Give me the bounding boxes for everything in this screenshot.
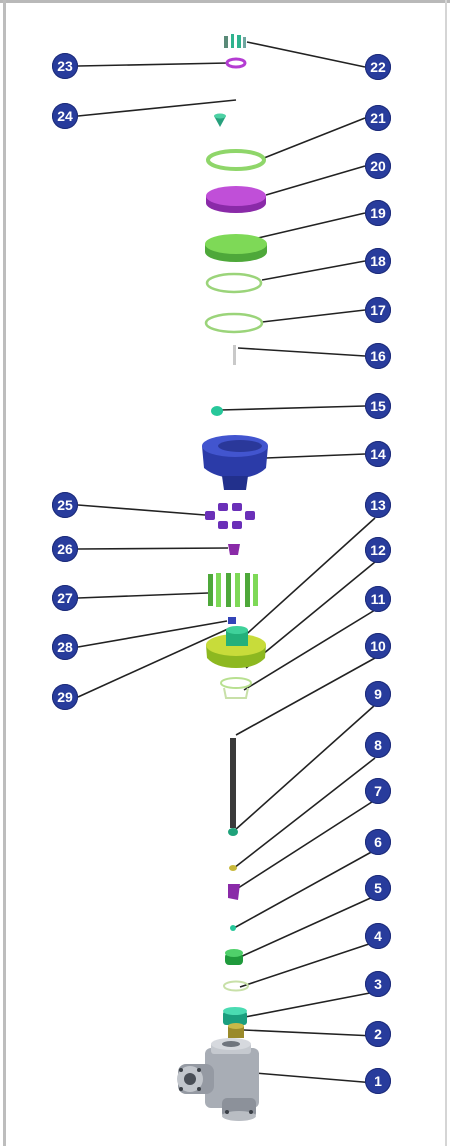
leader-line-25: [77, 504, 206, 516]
part-23-ring: [225, 57, 247, 69]
callout-13: 13: [365, 492, 391, 518]
part-28-blue-block: [228, 617, 236, 624]
part-20-purple-disk: [206, 186, 266, 213]
callout-24: 24: [52, 103, 78, 129]
callout-8: 8: [365, 732, 391, 758]
leader-line-26: [77, 547, 229, 550]
leader-line-21: [263, 117, 366, 159]
leader-line-4: [239, 941, 376, 988]
leader-lines: [77, 41, 376, 1084]
part-6-bit: [230, 925, 236, 931]
part-13-yellow-hub: [206, 626, 266, 668]
callout-2: 2: [365, 1021, 391, 1047]
part-5-green-knob: [225, 949, 243, 965]
leader-line-14: [265, 453, 366, 459]
part-27-green-bars: [208, 573, 258, 607]
frame-border-top: [0, 0, 450, 3]
part-1-valve-body: [177, 1038, 259, 1121]
callout-1: 1: [365, 1068, 391, 1094]
leader-line-29: [77, 627, 231, 698]
callout-25: 25: [52, 492, 78, 518]
leader-line-22: [246, 41, 366, 68]
leader-line-8: [233, 757, 376, 869]
part-11-ring: [220, 677, 252, 689]
part-15-knob: [211, 406, 223, 416]
part-9-tip: [228, 828, 238, 836]
callout-5: 5: [365, 875, 391, 901]
leader-line-18: [261, 260, 366, 281]
callout-26: 26: [52, 536, 78, 562]
callout-11: 11: [365, 586, 391, 612]
part-19-green-disk: [205, 234, 267, 262]
callout-23: 23: [52, 53, 78, 79]
callout-4: 4: [365, 923, 391, 949]
callout-17: 17: [365, 297, 391, 323]
callout-27: 27: [52, 585, 78, 611]
callout-29: 29: [52, 684, 78, 710]
part-22-pins: [224, 34, 246, 48]
leader-line-23: [77, 62, 229, 67]
leader-line-24: [77, 99, 237, 117]
leader-line-3: [244, 991, 376, 1018]
callout-7: 7: [365, 778, 391, 804]
leader-line-11: [243, 609, 376, 691]
callout-19: 19: [365, 200, 391, 226]
leader-line-13: [239, 517, 376, 641]
callout-3: 3: [365, 971, 391, 997]
frame-border-right: [445, 0, 447, 1146]
callout-18: 18: [365, 248, 391, 274]
callout-10: 10: [365, 633, 391, 659]
leader-line-28: [77, 620, 228, 648]
part-24-nib: [214, 116, 226, 127]
part-14-blue-cap: [202, 435, 268, 490]
part-18-ring: [205, 272, 263, 294]
callout-15: 15: [365, 393, 391, 419]
callout-22: 22: [365, 54, 391, 80]
callout-21: 21: [365, 105, 391, 131]
part-25-purple-segments: [205, 503, 255, 529]
part-10-collar: [223, 687, 249, 699]
leader-line-9: [234, 704, 376, 831]
leader-line-6: [233, 849, 376, 929]
part-8-nut: [229, 865, 237, 871]
leader-line-27: [77, 592, 209, 599]
part-21-green-ring: [206, 149, 266, 171]
leader-line-10: [235, 657, 376, 736]
leader-line-19: [257, 212, 366, 239]
callout-9: 9: [365, 681, 391, 707]
leader-line-12: [245, 561, 376, 669]
leader-line-15: [219, 405, 366, 411]
callout-20: 20: [365, 153, 391, 179]
part-26-purple-plug: [228, 544, 240, 555]
part-17-ring: [204, 312, 264, 334]
part-16-pin: [233, 345, 236, 365]
frame-border-left: [3, 0, 6, 1146]
leader-line-17: [261, 309, 366, 323]
leader-line-20: [265, 165, 366, 196]
leader-line-1: [254, 1072, 376, 1084]
callout-14: 14: [365, 441, 391, 467]
part-3-teal-cylinder: [223, 1007, 247, 1025]
part-9-rod: [230, 738, 236, 828]
callout-16: 16: [365, 343, 391, 369]
part-2-collar: [228, 1023, 244, 1038]
leader-line-16: [237, 347, 366, 357]
part-7-purple-sleeve: [228, 884, 240, 900]
callout-28: 28: [52, 634, 78, 660]
part-4-ring: [223, 980, 249, 992]
callout-12: 12: [365, 537, 391, 563]
callout-6: 6: [365, 829, 391, 855]
leader-line-5: [237, 895, 376, 959]
leader-line-2: [243, 1029, 376, 1037]
leader-line-7: [234, 799, 376, 891]
